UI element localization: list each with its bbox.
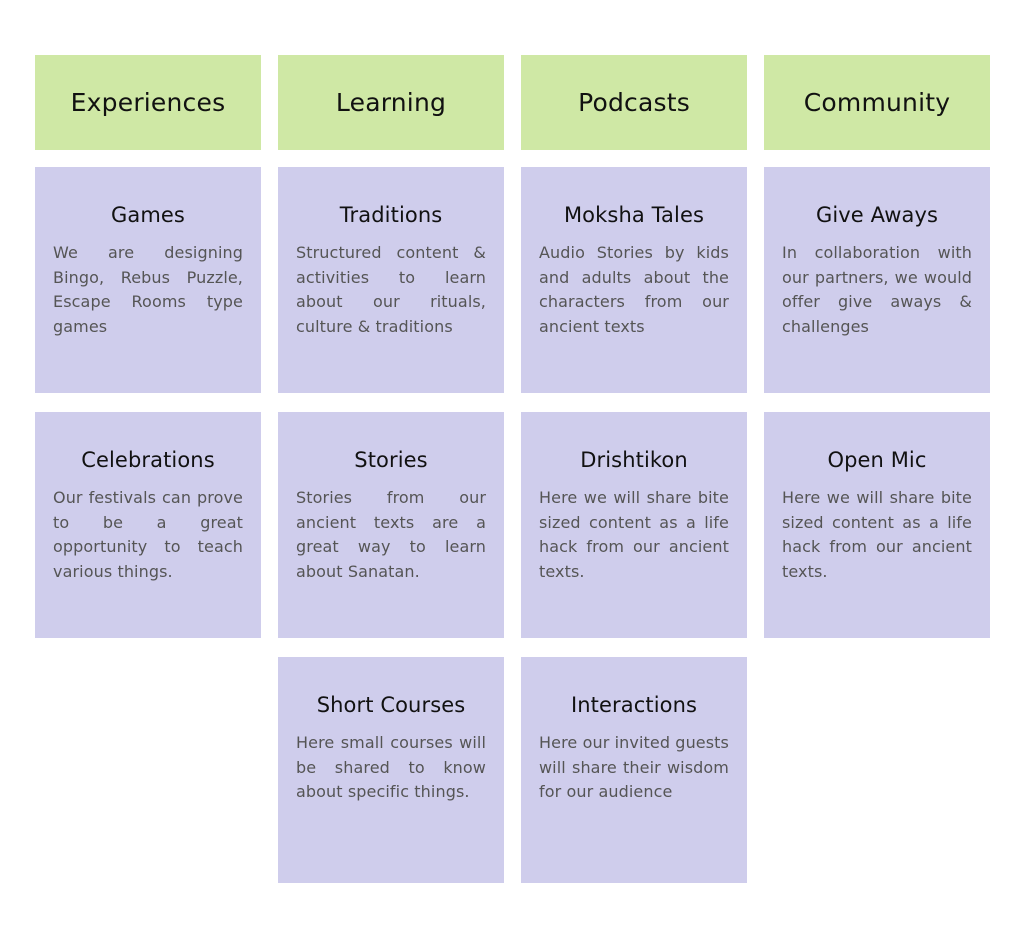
card-description: Structured content & activities to learn…: [296, 243, 486, 336]
card-interactions: Interactions Here our invited guests wil…: [521, 657, 747, 883]
card-description: Here we will share bite sized content as…: [539, 488, 729, 581]
card-description: We are designing Bingo, Rebus Puzzle, Es…: [53, 243, 243, 336]
card-stories: Stories Stories from our ancient texts a…: [278, 412, 504, 638]
card-title: Stories: [354, 448, 428, 472]
card-description: Here our invited guests will share their…: [539, 733, 729, 801]
card-description: Our festivals can prove to be a great op…: [53, 488, 243, 581]
card-give-aways: Give Aways In collaboration with our par…: [764, 167, 990, 393]
card-open-mic: Open Mic Here we will share bite sized c…: [764, 412, 990, 638]
card-description: Here small courses will be shared to kno…: [296, 733, 486, 801]
card-title: Traditions: [339, 203, 443, 227]
card-title: Interactions: [570, 693, 698, 717]
card-moksha-tales: Moksha Tales Audio Stories by kids and a…: [521, 167, 747, 393]
card-title: Short Courses: [316, 693, 466, 717]
card-title: Celebrations: [81, 448, 215, 472]
column-header-label: Community: [803, 88, 951, 117]
column-header-label: Podcasts: [578, 88, 690, 117]
card-title: Give Aways: [815, 203, 939, 227]
column-header-experiences: Experiences: [35, 55, 261, 150]
column-header-community: Community: [764, 55, 990, 150]
column-header-podcasts: Podcasts: [521, 55, 747, 150]
card-description: In collaboration with our partners, we w…: [782, 243, 972, 336]
column-header-label: Learning: [335, 88, 447, 117]
card-title: Open Mic: [827, 448, 927, 472]
card-description: Here we will share bite sized content as…: [782, 488, 972, 581]
card-traditions: Traditions Structured content & activiti…: [278, 167, 504, 393]
card-short-courses: Short Courses Here small courses will be…: [278, 657, 504, 883]
card-description: Stories from our ancient texts are a gre…: [296, 488, 486, 581]
card-games: Games We are designing Bingo, Rebus Puzz…: [35, 167, 261, 393]
card-title: Drishtikon: [580, 448, 688, 472]
card-title: Moksha Tales: [563, 203, 705, 227]
column-header-learning: Learning: [278, 55, 504, 150]
card-description: Audio Stories by kids and adults about t…: [539, 243, 729, 336]
card-celebrations: Celebrations Our festivals can prove to …: [35, 412, 261, 638]
column-header-label: Experiences: [70, 88, 226, 117]
card-title: Games: [111, 203, 185, 227]
card-drishtikon: Drishtikon Here we will share bite sized…: [521, 412, 747, 638]
